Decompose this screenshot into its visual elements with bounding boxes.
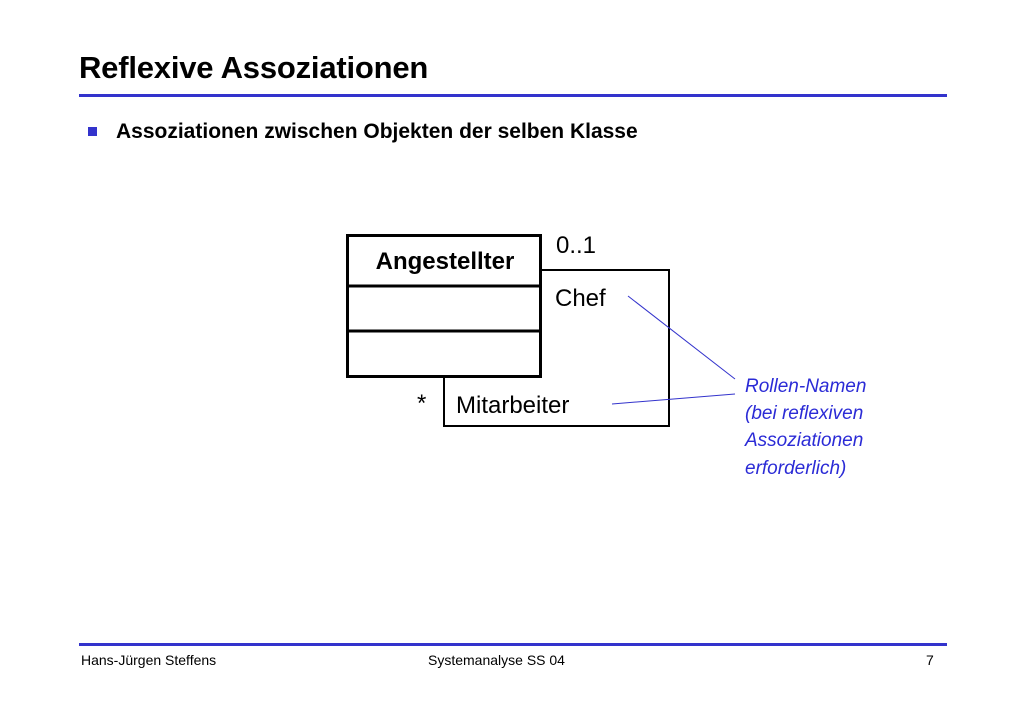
footer-course: Systemanalyse SS 04 <box>428 652 565 668</box>
footer-page-number: 7 <box>926 652 934 668</box>
role-mitarbeiter: Mitarbeiter <box>456 392 569 419</box>
bullet-row: Assoziationen zwischen Objekten der selb… <box>88 120 638 144</box>
note-line-3: Assoziationen <box>744 430 863 451</box>
title-rule <box>79 94 947 97</box>
class-box <box>346 234 542 378</box>
note-line-2: (bei reflexiven <box>745 403 863 424</box>
multiplicity-bottom: * <box>417 390 426 417</box>
bullet-square-icon <box>88 126 97 136</box>
footer-rule <box>79 643 947 646</box>
slide-title: Reflexive Assoziationen <box>79 50 429 85</box>
class-name: Angestellter <box>376 248 515 275</box>
footer-author: Hans-Jürgen Steffens <box>81 652 217 668</box>
multiplicity-top: 0..1 <box>556 232 596 259</box>
note-line-4: erforderlich) <box>745 458 846 479</box>
bullet-text: Assoziationen zwischen Objekten der selb… <box>116 120 638 143</box>
note-pointer-mitarbeiter <box>611 393 736 405</box>
role-chef: Chef <box>555 285 606 312</box>
reflexive-association-line <box>443 269 670 427</box>
note-pointer-chef <box>627 295 736 380</box>
note-line-1: Rollen-Namen <box>745 376 866 397</box>
